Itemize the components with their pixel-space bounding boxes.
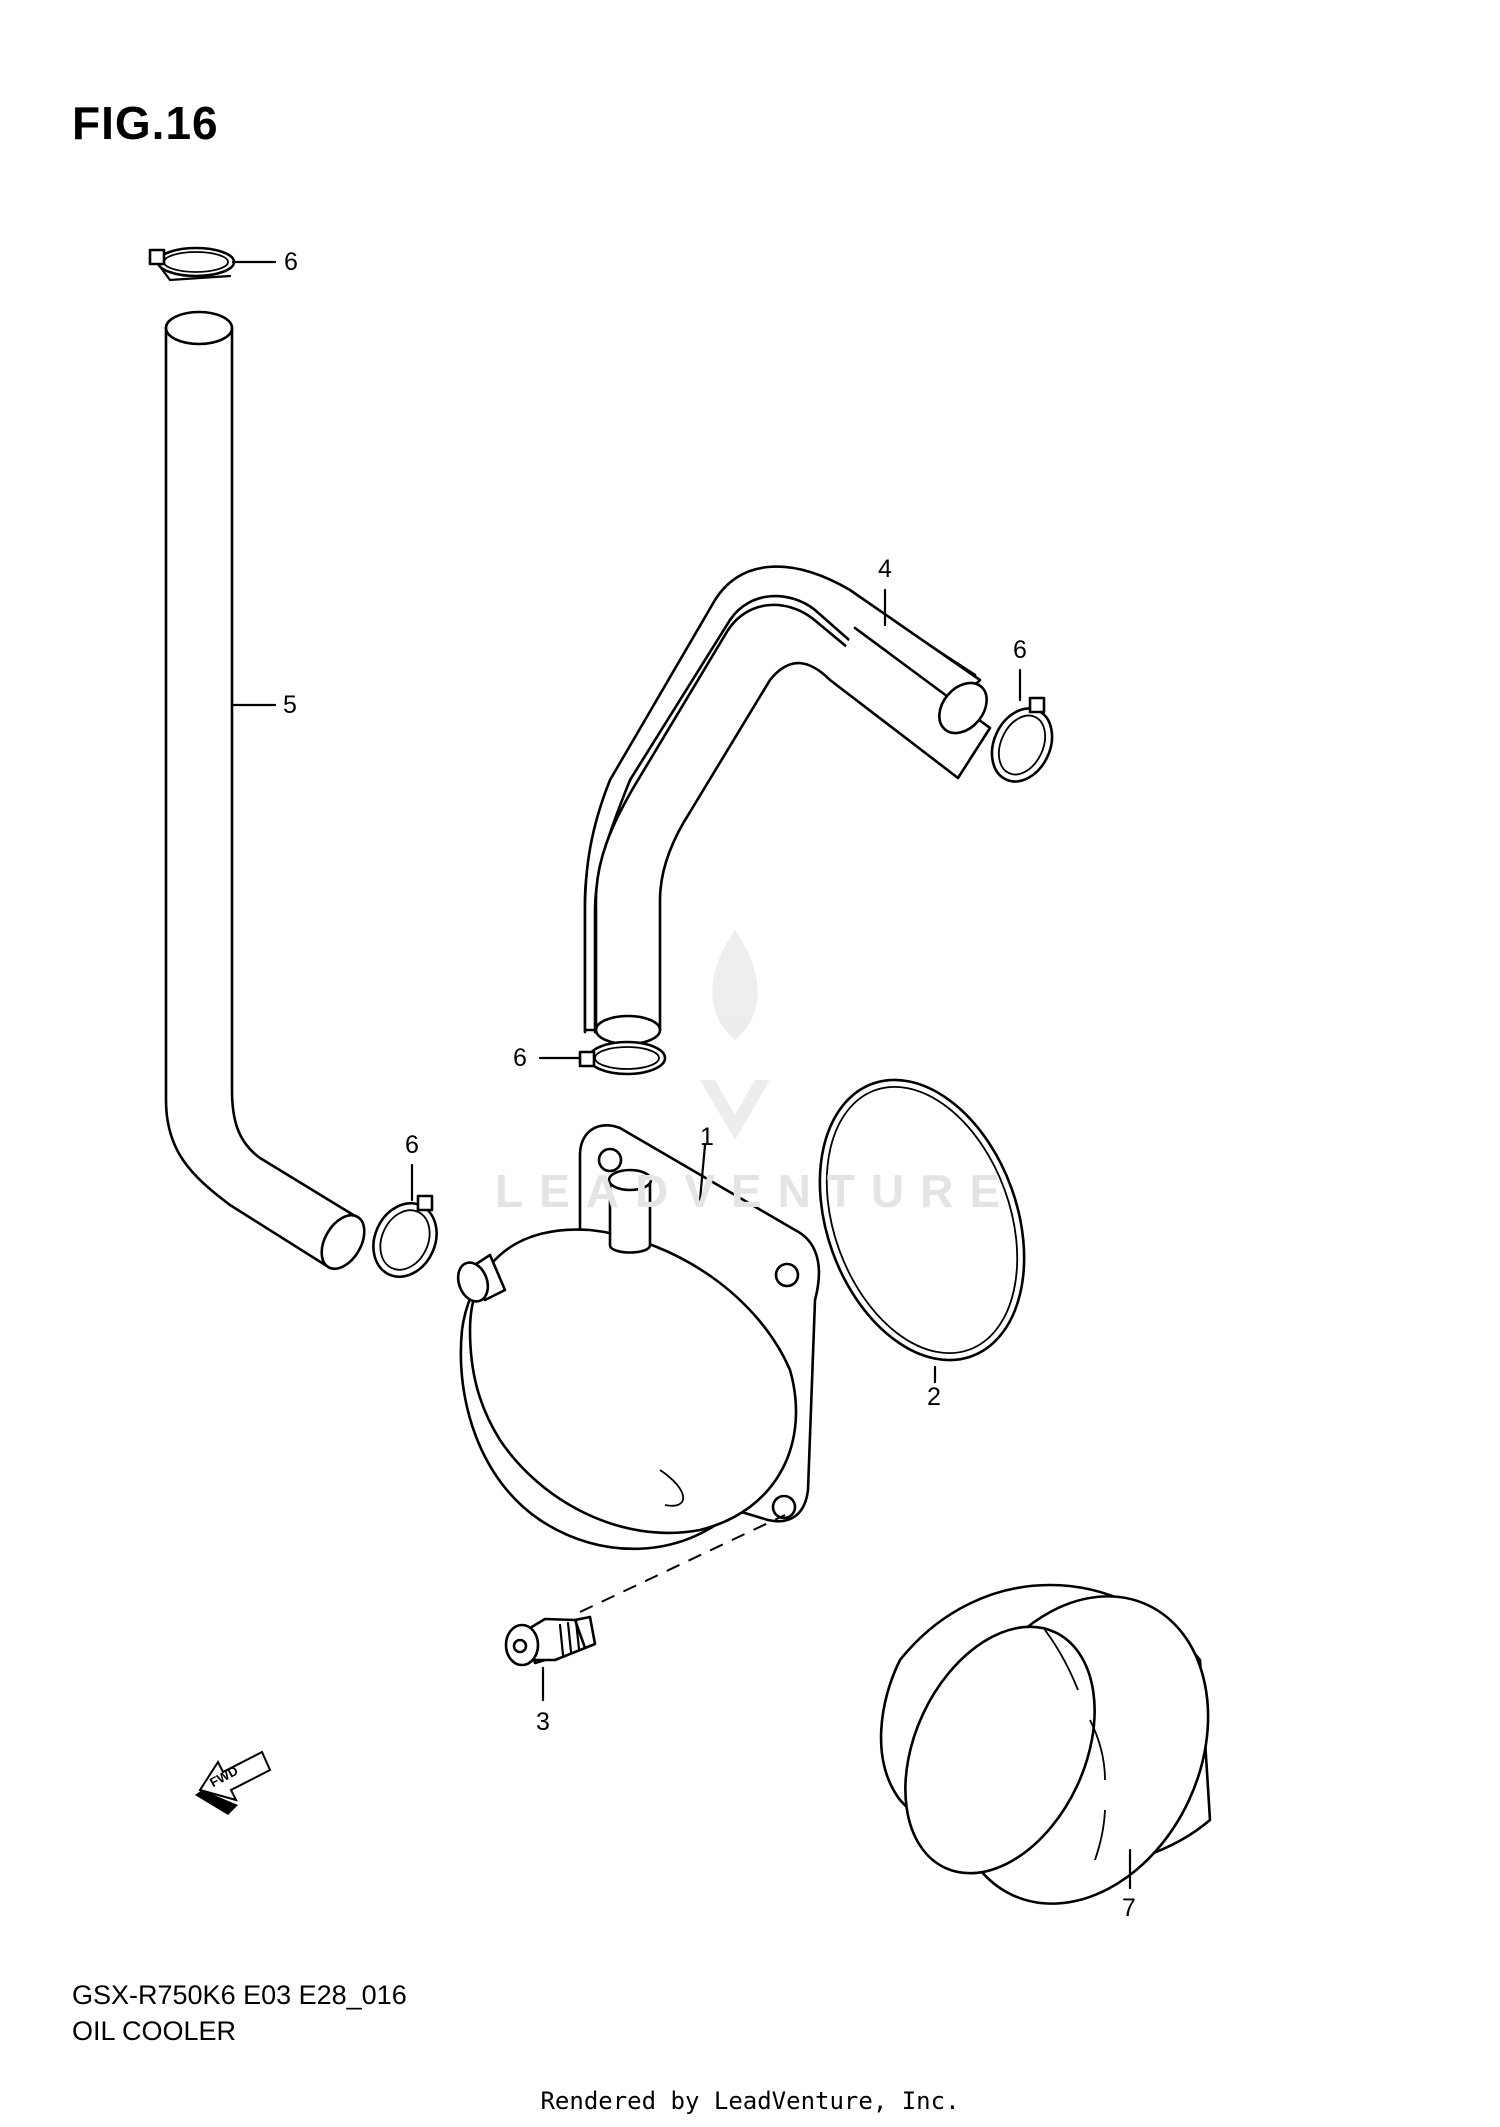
hose-long[interactable] <box>164 310 373 1276</box>
oil-filter[interactable] <box>868 1554 1256 1945</box>
oil-cooler[interactable] <box>453 1124 821 1551</box>
clamp-right[interactable] <box>981 696 1064 791</box>
diagram-name: OIL COOLER <box>72 2016 237 2046</box>
callout-clamp-left[interactable]: 6 <box>405 1131 419 1159</box>
callout-oil-filter[interactable]: 7 <box>1122 1894 1136 1922</box>
callout-o-ring[interactable]: 2 <box>927 1383 941 1411</box>
clamp-middle[interactable] <box>578 1040 667 1076</box>
hose-upper[interactable] <box>583 565 996 1046</box>
callout-clamp-middle[interactable]: 6 <box>513 1044 527 1072</box>
watermark-text: LEADVENTURE <box>495 1165 1017 1217</box>
callout-cooler[interactable]: 1 <box>700 1123 714 1151</box>
clamp-left[interactable] <box>362 1193 448 1287</box>
footer-credit: Rendered by LeadVenture, Inc. <box>540 2087 960 2115</box>
bolt-alignment-line <box>579 1514 786 1613</box>
model-code: GSX-R750K6 E03 E28_016 <box>72 1980 407 2010</box>
fwd-arrow-icon <box>195 1750 272 1815</box>
callout-clamp-right[interactable]: 6 <box>1013 636 1027 664</box>
callout-hose-upper[interactable]: 4 <box>878 555 892 583</box>
watermark-logo <box>700 930 770 1140</box>
callout-clamp-top[interactable]: 6 <box>284 248 298 276</box>
figure-title: FIG.16 <box>72 97 219 149</box>
callout-bolt[interactable]: 3 <box>536 1708 550 1736</box>
leader-lines <box>230 260 1132 1890</box>
clamp-top[interactable] <box>148 246 236 282</box>
o-ring[interactable] <box>783 1051 1061 1388</box>
bolt[interactable] <box>504 1615 597 1667</box>
callout-hose-long[interactable]: 5 <box>283 691 297 719</box>
